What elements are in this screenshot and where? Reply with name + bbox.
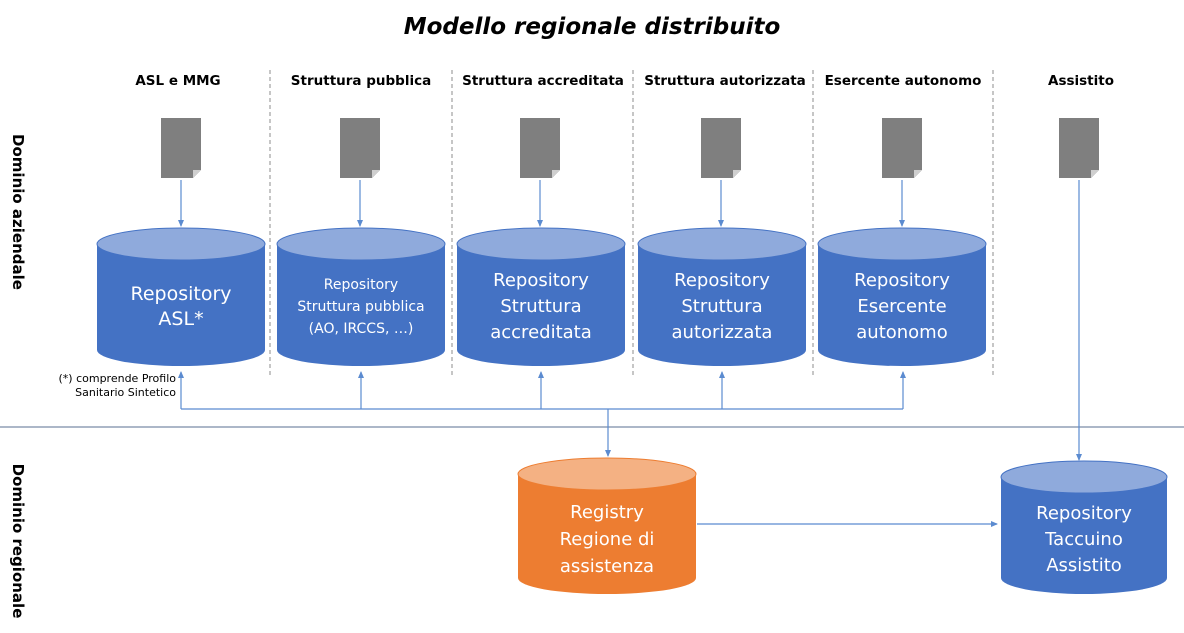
- repository-struttura-autorizzata: [637, 227, 807, 366]
- column-header-struttura-pubblica: Struttura pubblica: [290, 73, 432, 89]
- repository-struttura-pubblica-label: Repository Struttura pubblica (AO, IRCCS…: [297, 277, 425, 337]
- repository-asl-label: Repository ASL*: [130, 283, 232, 330]
- registry-cylinder: [517, 457, 697, 594]
- diagram-title: Modello regionale distribuito: [403, 14, 781, 40]
- document-icons: [161, 118, 1099, 178]
- repository-esercente-autonomo-label: Repository Esercente autonomo: [854, 270, 950, 343]
- column-header-assistito: Assistito: [1048, 73, 1114, 89]
- document-icon: [340, 118, 380, 178]
- column-separators: [269, 70, 994, 378]
- repository-struttura-accreditata-label: Repository Struttura accreditata: [490, 270, 592, 343]
- registry-connectors: [178, 371, 998, 527]
- repository-esercente-autonomo: [817, 227, 987, 366]
- taccuino-label: Repository Taccuino Assistito: [1036, 503, 1132, 576]
- document-icon: [520, 118, 560, 178]
- document-icon: [701, 118, 741, 178]
- document-arrows: [178, 180, 1082, 461]
- repository-cylinders: [96, 227, 987, 366]
- taccuino-cylinder: [1000, 460, 1168, 594]
- document-icon: [1059, 118, 1099, 178]
- document-icon: [882, 118, 922, 178]
- repository-struttura-autorizzata-label: Repository Struttura autorizzata: [671, 270, 773, 343]
- repository-asl: [96, 227, 266, 366]
- column-header-esercente-autonomo: Esercente autonomo: [824, 73, 982, 89]
- column-header-struttura-autorizzata: Struttura autorizzata: [644, 73, 806, 89]
- footnote-profilo-sanitario: (*) comprende Profilo Sanitario Sintetic…: [58, 372, 177, 399]
- document-icon: [161, 118, 201, 178]
- column-header-asl: ASL e MMG: [135, 73, 221, 89]
- registry-label: Registry Regione di assistenza: [559, 501, 655, 577]
- repository-struttura-pubblica: [276, 227, 446, 366]
- column-header-struttura-accreditata: Struttura accreditata: [462, 73, 624, 89]
- repository-struttura-accreditata: [456, 227, 626, 366]
